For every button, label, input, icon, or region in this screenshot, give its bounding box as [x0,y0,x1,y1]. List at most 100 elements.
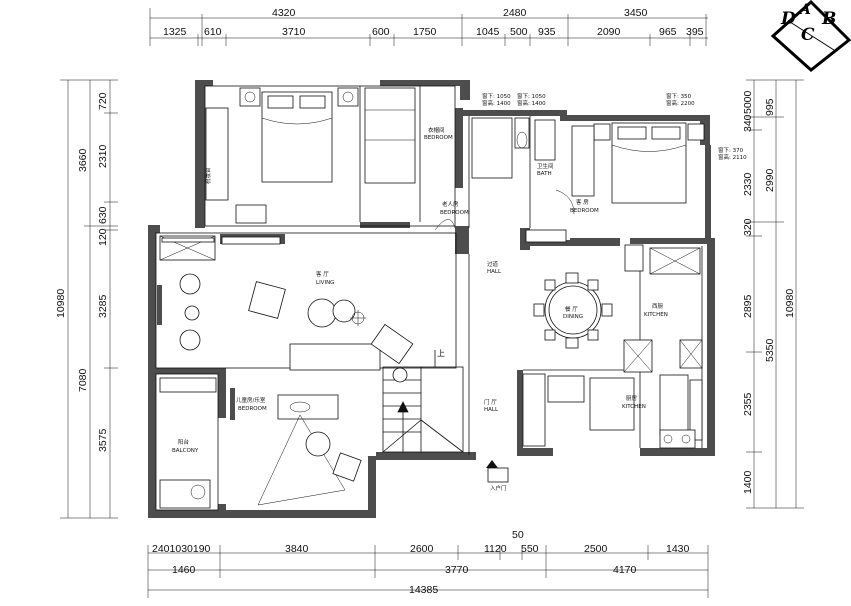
logo-letter-b: B [821,9,836,29]
interior-lines [155,85,703,511]
dim-right-4: 320 [742,218,754,236]
living-furniture [157,235,414,383]
window-note-1a: 窗下: 1050 [482,92,511,100]
dim-bottom-10: 4170 [613,564,637,576]
label-balcony-cn: 阳台 [178,438,190,446]
label-kitchen-en: KITCHEN [622,404,646,410]
sofa-master [205,107,229,201]
dim-left-1: 3660 [77,148,89,172]
dim-right-3: 2330 [742,172,754,196]
dim-bottom-7: 1430 [666,543,690,555]
label-kids-en: BEDROOM [238,406,267,412]
label-guest-en: BEDROOM [570,208,599,214]
label-hall-upper-cn: 过道 [487,260,499,268]
label-master-en: BEDROOM [440,210,469,216]
dim-right-outer: 10980 [784,289,796,318]
dim-left-8: 3575 [97,428,109,452]
dining-furniture [533,272,613,349]
label-hall-entry-cn: 门 厅 [484,398,497,406]
dim-bottom-4: 1120 [484,543,507,555]
dim-right-5: 2895 [742,294,754,318]
dim-bottom-8: 1460 [172,564,196,576]
dim-right-2: 340 [742,114,754,132]
entrance-arrow-icon [486,460,498,468]
dim-bottom-9: 3770 [445,564,469,576]
logo: D A B C [770,0,851,72]
label-living-cn: 客 厅 [316,270,329,278]
label-guest-cn: 客 房 [576,198,589,206]
window-note-3b: 窗高: 2200 [666,99,695,107]
dim-bottom-5: 550 [521,543,539,555]
window-note-4a: 窗下: 370 [718,146,744,154]
walls [148,80,715,518]
dim-top2-1: 1325 [163,26,187,38]
label-balcony-en: BALCONY [172,448,199,454]
dim-left-outer: 10980 [55,289,67,318]
dim-left-6: 120 [97,228,109,246]
balcony-fixtures [159,377,217,509]
label-entrance: 入户门 [490,484,507,492]
dim-bottom-1: 2401030190 [152,543,211,555]
dim-right-6: 2355 [742,392,754,416]
dimensions-left [60,79,118,519]
label-kitchen-west-cn: 西厨 [652,303,664,310]
dim-left-4: 2310 [97,144,109,168]
label-bath-cn: 卫生间 [537,162,554,170]
dim-bottom-3: 2600 [410,543,434,555]
label-hall-entry-en: HALL [484,407,499,413]
desk-master [235,204,267,224]
label-master-cn: 老人房 [442,200,459,208]
bed-master [239,87,359,183]
window-note-2a: 窗下: 1050 [517,92,546,100]
dim-top2-6: 1045 [476,26,500,38]
dim-top-2: 2480 [503,7,527,19]
label-cloak-cn: 衣帽间 [428,126,445,134]
dim-right-1: 5000 [742,90,754,114]
logo-letter-d: D [780,9,796,29]
kids-furniture [230,388,375,506]
logo-letter-a: A [798,2,811,18]
dim-right-9: 2990 [764,168,776,192]
logo-letter-c: C [801,25,815,45]
kitchen-cabinets [161,229,703,449]
door-swing-guest [555,189,575,215]
dim-bottom-total: 14385 [409,584,438,596]
dim-left-7: 3285 [97,294,109,318]
dim-top2-8: 935 [538,26,556,38]
dim-top2-9: 2090 [597,26,621,38]
label-kids-cn: 儿童房/乐室 [236,396,266,404]
dim-right-10: 5350 [764,338,776,362]
label-up: 上 [437,349,445,358]
dim-left-5: 630 [97,206,109,224]
window-note-1b: 窗高: 1400 [482,99,511,107]
label-dining-en: DINING [563,314,583,320]
wardrobe-cloak [364,87,416,184]
label-kitchen-cn: 厨房 [626,394,638,402]
dim-top-3: 3450 [624,7,648,19]
dim-top2-11: 395 [686,26,704,38]
label-kitchen-west-en: KITCHEN [644,312,668,318]
dim-bottom-6: 2500 [584,543,608,555]
dim-bottom-a: 50 [512,529,524,541]
dim-top-1: 4320 [272,7,296,19]
door-swing [434,219,456,231]
window-note-2b: 窗高: 1400 [517,99,546,107]
label-hall-upper-en: HALL [487,269,502,275]
dim-top2-3: 3710 [282,26,306,38]
label-dining-cn: 餐 厅 [565,305,578,313]
dimensions-top [149,8,708,46]
dim-top2-4: 600 [372,26,390,38]
dim-top2-10: 965 [659,26,677,38]
dim-top2-2: 610 [204,26,222,38]
label-cloak-en: BEDROOM [424,135,453,141]
dim-right-7: 1400 [742,470,754,494]
dim-top2-7: 500 [510,26,528,38]
dimensions-bottom [147,545,709,598]
bed-guest [571,122,705,204]
dimensions-right [746,79,804,509]
bathroom-fixtures [471,117,556,179]
label-living-en: LIVING [316,280,334,286]
dim-left-2: 7080 [77,368,89,392]
dim-right-8: 995 [764,98,776,116]
